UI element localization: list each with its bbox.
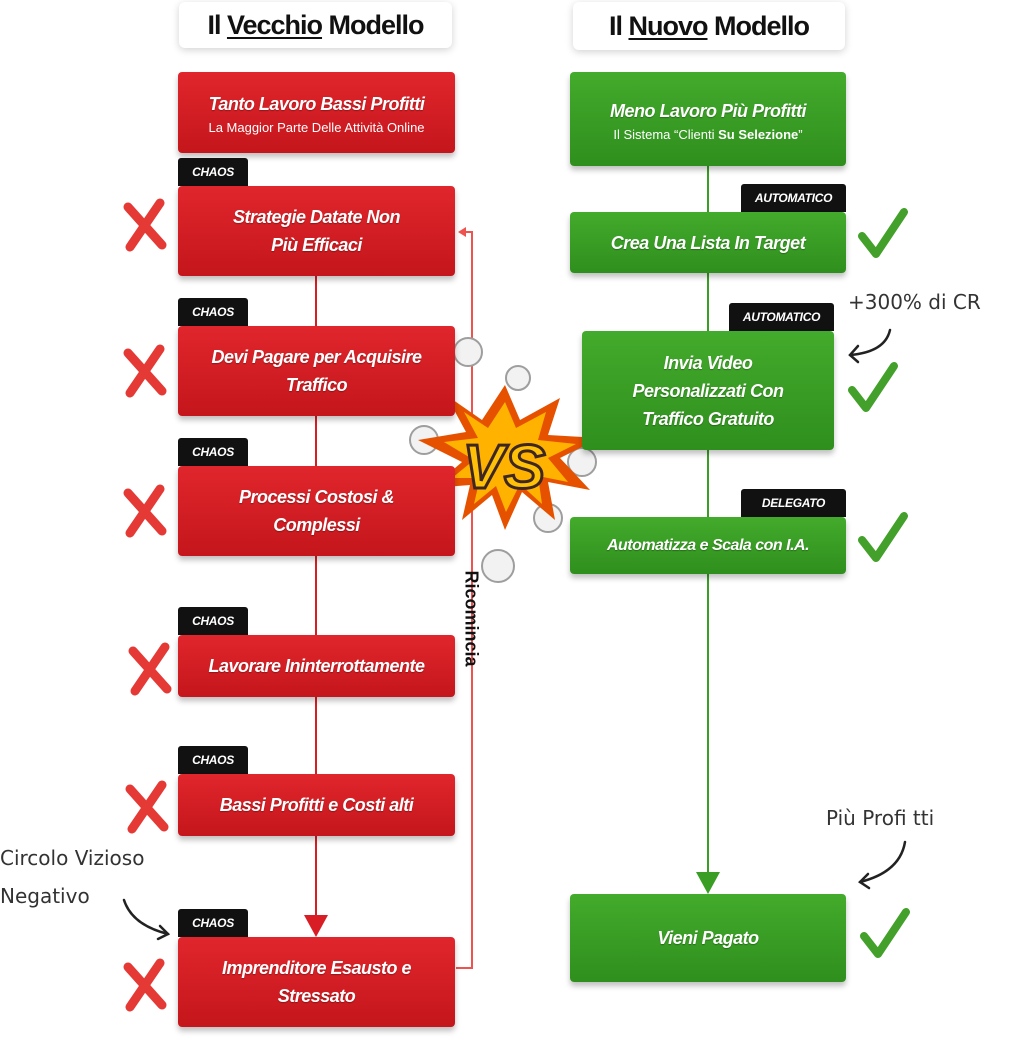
- old-step-text: Bassi Profitti e Costi alti: [219, 795, 414, 815]
- loop-back-arrowhead: [458, 227, 466, 237]
- new-step-box: Crea Una Lista In Target: [570, 212, 846, 273]
- curved-arrow-icon: [122, 898, 171, 941]
- x-icon: [123, 958, 167, 1012]
- x-icon: [123, 484, 167, 538]
- x-icon: [128, 642, 172, 696]
- old-step-box: Devi Pagare per Acquisire Traffico: [178, 326, 455, 416]
- new-title-underlined: Nuovo: [628, 10, 709, 41]
- new-header-title: Meno Lavoro Più Profitti: [609, 100, 807, 121]
- new-title-suffix: Modello: [714, 10, 810, 41]
- old-step-text: Stressato: [277, 986, 356, 1006]
- new-model-title: Il Nuovo Modello: [573, 2, 845, 50]
- delegato-tag: DELEGATO: [741, 489, 846, 517]
- old-step-text: Traffico: [285, 375, 348, 395]
- chaos-tag: CHAOS: [178, 438, 248, 466]
- old-header-subtitle: La Maggior Parte Delle Attività Online: [208, 120, 425, 135]
- new-step-text: Traffico Gratuito: [642, 408, 774, 429]
- chaos-tag: CHAOS: [178, 158, 248, 186]
- old-step-text: Più Efficaci: [271, 235, 362, 255]
- curved-arrow-icon: [858, 840, 907, 890]
- old-step-text: Devi Pagare per Acquisire: [211, 347, 422, 367]
- x-icon: [123, 198, 167, 252]
- chaos-tag: CHAOS: [178, 298, 248, 326]
- old-title-underlined: Vecchio: [226, 9, 323, 40]
- automatico-tag: AUTOMATICO: [741, 184, 846, 212]
- check-icon: [858, 512, 908, 562]
- automatico-tag: AUTOMATICO: [729, 303, 834, 331]
- chaos-tag: CHAOS: [178, 746, 248, 774]
- old-step-text: Complessi: [273, 515, 360, 535]
- vicious-circle-note: Negativo: [0, 884, 90, 908]
- check-icon: [848, 362, 898, 412]
- new-step-box: Invia Video Personalizzati Con Traffico …: [582, 331, 834, 450]
- new-header-subtitle: Il Sistema “Clienti Su Selezione”: [613, 127, 802, 142]
- old-step-box: Strategie Datate Non Più Efficaci: [178, 186, 455, 276]
- loop-label: Ricomincia: [461, 569, 482, 667]
- check-icon: [860, 908, 910, 958]
- old-step-box: Imprenditore Esausto e Stressato: [178, 937, 455, 1027]
- old-title-prefix: Il: [207, 9, 221, 40]
- vs-label: VS: [463, 433, 546, 502]
- new-sub-text: ”: [798, 126, 803, 142]
- old-step-box: Lavorare Ininterrottamente: [178, 635, 455, 697]
- old-title-suffix: Modello: [328, 9, 425, 40]
- old-header-title: Tanto Lavoro Bassi Profitti: [208, 94, 425, 114]
- loop-back-line: [456, 231, 473, 969]
- cr-note: +300% di CR: [848, 290, 981, 314]
- new-final-text: Vieni Pagato: [657, 928, 759, 948]
- old-model-title: Il Vecchio Modello: [179, 2, 452, 48]
- profit-note: Più Profi tti: [826, 806, 935, 830]
- new-title-prefix: Il: [608, 10, 623, 41]
- red-spine-arrowhead: [304, 915, 328, 937]
- new-sub-text: Il Sistema “Clienti: [613, 126, 719, 142]
- new-step-text: Personalizzati Con: [632, 380, 784, 401]
- old-step-text: Processi Costosi &: [238, 487, 395, 507]
- green-spine-arrowhead: [696, 872, 720, 894]
- chaos-tag: CHAOS: [178, 607, 248, 635]
- old-step-text: Strategie Datate Non: [232, 207, 401, 227]
- chaos-tag: CHAOS: [178, 909, 248, 937]
- new-header-box: Meno Lavoro Più Profitti Il Sistema “Cli…: [570, 72, 846, 166]
- check-icon: [858, 208, 908, 258]
- x-icon: [123, 344, 167, 398]
- new-sub-bold: Su Selezione: [718, 126, 799, 142]
- old-step-box: Bassi Profitti e Costi alti: [178, 774, 455, 836]
- vs-burst-icon: VS: [409, 337, 600, 583]
- old-step-text: Imprenditore Esausto e: [221, 958, 412, 978]
- new-step-box: Automatizza e Scala con I.A.: [570, 517, 846, 574]
- new-final-box: Vieni Pagato: [570, 894, 846, 982]
- old-step-text: Lavorare Ininterrottamente: [208, 656, 425, 676]
- old-step-box: Processi Costosi & Complessi: [178, 466, 455, 556]
- new-step-text: Crea Una Lista In Target: [610, 232, 806, 253]
- old-header-box: Tanto Lavoro Bassi Profitti La Maggior P…: [178, 72, 455, 153]
- new-step-text: Invia Video: [663, 352, 753, 373]
- curved-arrow-icon: [848, 328, 892, 364]
- new-step-text: Automatizza e Scala con I.A.: [606, 536, 810, 554]
- loop-label-wrap: Ricomincia: [457, 548, 485, 688]
- x-icon: [125, 780, 169, 834]
- vicious-circle-note: Circolo Vizioso: [0, 846, 145, 870]
